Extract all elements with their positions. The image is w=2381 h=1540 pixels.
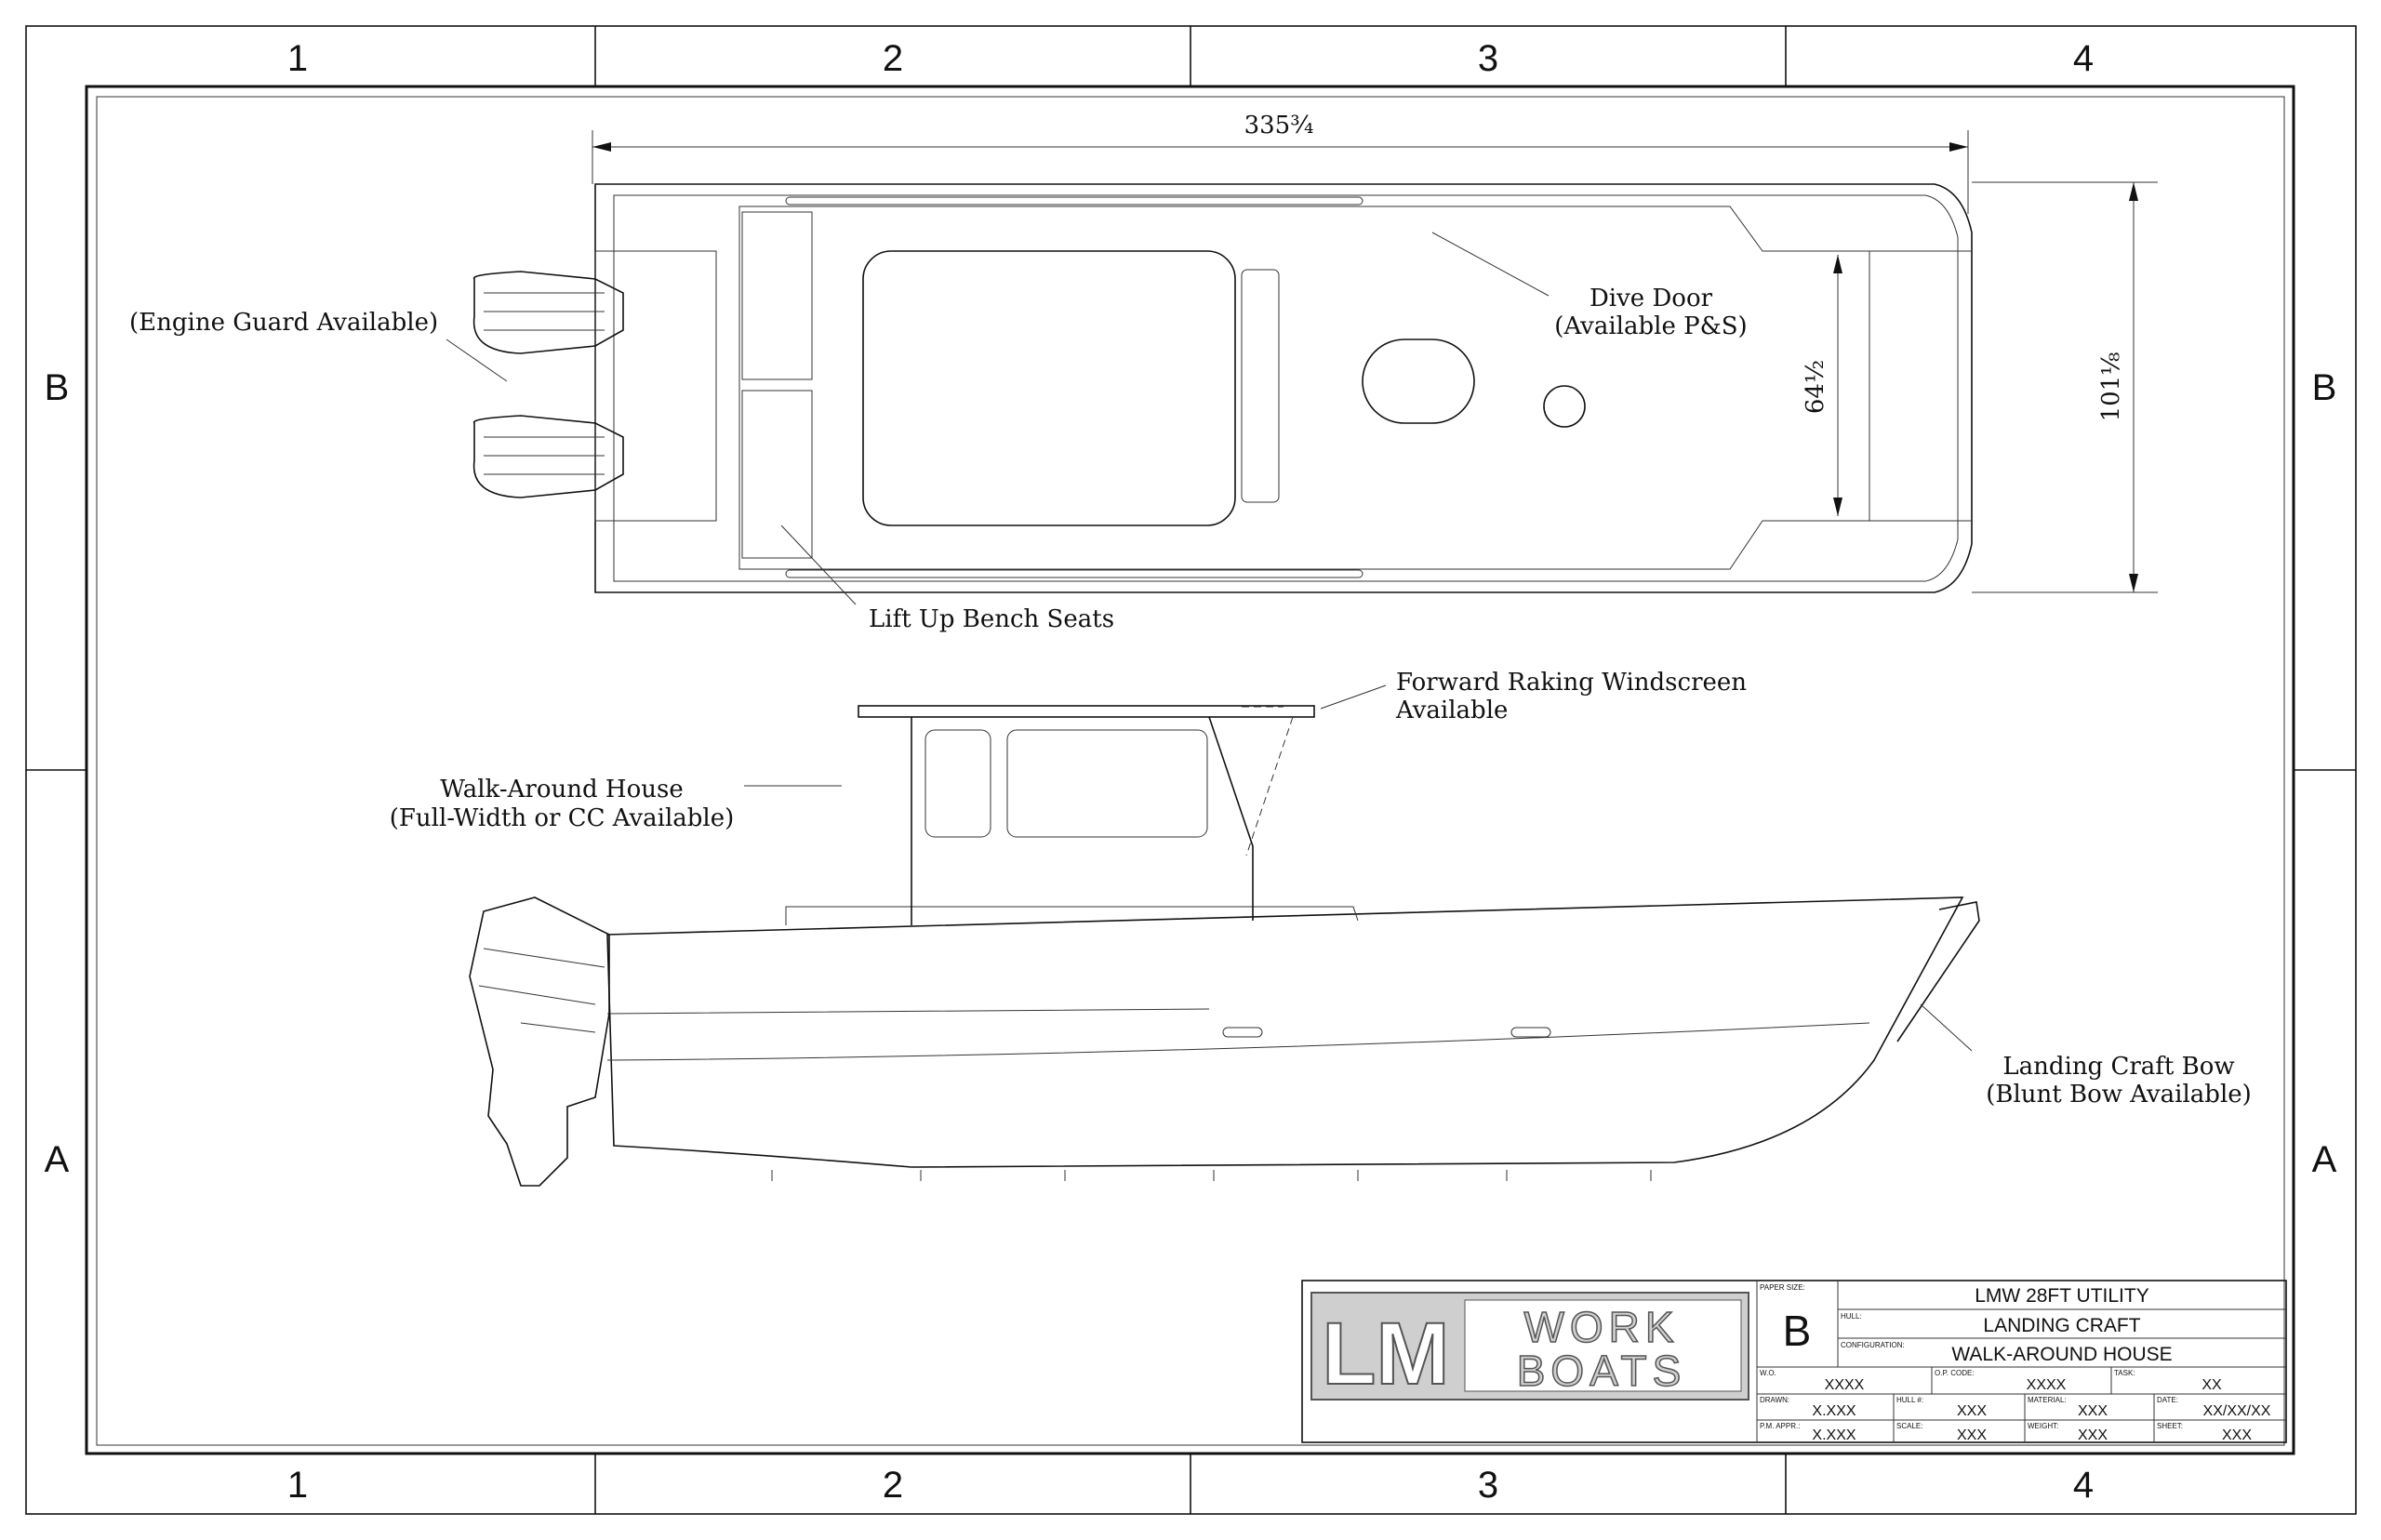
inner-border: [85, 85, 2295, 1455]
dimension-inner-beam: [1833, 255, 1842, 516]
material-label: MATERIAL:: [2028, 1396, 2067, 1404]
material-value: XXX: [2078, 1403, 2108, 1419]
scale-value: XXX: [1957, 1427, 1987, 1443]
zone-col-2-bottom: 2: [883, 1465, 903, 1506]
svg-text:WORK: WORK: [1523, 1303, 1679, 1351]
zone-row-a-right: A: [2312, 1139, 2337, 1180]
top-view-hull: [594, 183, 1973, 593]
zone-col-4-top: 4: [2073, 38, 2094, 79]
zone-row-a-left: A: [45, 1139, 70, 1180]
zone-col-1-top: 1: [287, 38, 308, 79]
outboard-engine-side: [469, 896, 610, 1187]
svg-text:LM: LM: [1322, 1305, 1449, 1403]
inner-frame: [96, 96, 2285, 1446]
weight-value: XXX: [2078, 1427, 2108, 1443]
hull-value: LANDING CRAFT: [1983, 1315, 2140, 1336]
callout-house: Walk-Around House: [440, 776, 683, 803]
leader-bow: [1920, 1003, 1973, 1052]
date-label: DATE:: [2157, 1396, 2178, 1404]
dimension-length-label: 335¾: [1244, 112, 1314, 139]
walk-around-house: [858, 705, 1315, 925]
outboard-engines-top: [472, 271, 624, 498]
zone-dividers: [26, 26, 2356, 1514]
callout-house-note: (Full-Width or CC Available): [390, 804, 735, 832]
task-value: XX: [2201, 1377, 2222, 1393]
leader-windscreen: [1320, 684, 1387, 710]
dimension-inner-beam-label: 64½: [1802, 360, 1829, 414]
zone-row-b-right: B: [2312, 367, 2337, 408]
paper-size-label: PAPER SIZE:: [1760, 1283, 1805, 1292]
zone-row-b-left: B: [45, 367, 70, 408]
task-label: TASK:: [2114, 1369, 2135, 1377]
hull-number-label: HULL #:: [1896, 1396, 1923, 1404]
wo-label: W.O.: [1760, 1369, 1776, 1377]
leader-engine-guard: [446, 339, 508, 382]
configuration-value: WALK-AROUND HOUSE: [1951, 1344, 2172, 1365]
scale-label: SCALE:: [1896, 1422, 1922, 1430]
callout-bench-seats: Lift Up Bench Seats: [869, 605, 1114, 633]
date-value: XX/XX/XX: [2203, 1403, 2271, 1419]
dimension-beam: [1972, 181, 2158, 593]
title-block: LM WORK BOATS: [1301, 1280, 2287, 1443]
callout-engine-guard: (Engine Guard Available): [129, 309, 438, 337]
op-code-label: O.P. CODE:: [1935, 1369, 1975, 1377]
pm-appr-value: X.XXX: [1812, 1427, 1856, 1443]
configuration-label: CONFIGURATION:: [1841, 1341, 1905, 1349]
op-code-value: XXXX: [2027, 1377, 2067, 1393]
hull-label: HULL:: [1841, 1312, 1862, 1321]
paper-size-value: B: [1783, 1307, 1812, 1355]
lm-work-boats-logo: LM WORK BOATS: [1310, 1292, 1749, 1404]
drawn-label: DRAWN:: [1760, 1396, 1789, 1404]
zone-col-4-bottom: 4: [2073, 1465, 2094, 1506]
hull-number-value: XXX: [1957, 1403, 1987, 1419]
weight-label: WEIGHT:: [2028, 1422, 2058, 1430]
pm-appr-label: P.M. APPR.:: [1760, 1422, 1800, 1430]
callout-bow-note: (Blunt Bow Available): [1986, 1081, 2252, 1109]
dimension-length: [592, 130, 1969, 214]
leader-bench-seats: [780, 524, 857, 605]
zone-col-2-top: 2: [883, 38, 903, 79]
sheet-value: XXX: [2222, 1427, 2252, 1443]
callout-dive-door-note: (Available P&S): [1554, 312, 1747, 340]
zone-col-3-bottom: 3: [1478, 1465, 1498, 1506]
zone-col-3-top: 3: [1478, 38, 1498, 79]
callout-windscreen-note: Available: [1395, 697, 1508, 724]
callout-bow: Landing Craft Bow: [2002, 1053, 2234, 1081]
dimension-beam-label: 101⅛: [2097, 352, 2125, 422]
callout-dive-door: Dive Door: [1590, 285, 1713, 312]
callout-windscreen: Forward Raking Windscreen: [1396, 669, 1747, 697]
leader-dive-door: [1431, 232, 1550, 297]
sheet-label: SHEET:: [2157, 1422, 2183, 1430]
wo-value: XXXX: [1825, 1377, 1865, 1393]
side-view-hull: [606, 896, 1980, 1181]
zone-col-1-bottom: 1: [287, 1465, 308, 1506]
drawing-title: LMW 28FT UTILITY: [1975, 1285, 2148, 1307]
svg-text:BOATS: BOATS: [1517, 1347, 1687, 1395]
drawn-value: X.XXX: [1812, 1403, 1856, 1419]
